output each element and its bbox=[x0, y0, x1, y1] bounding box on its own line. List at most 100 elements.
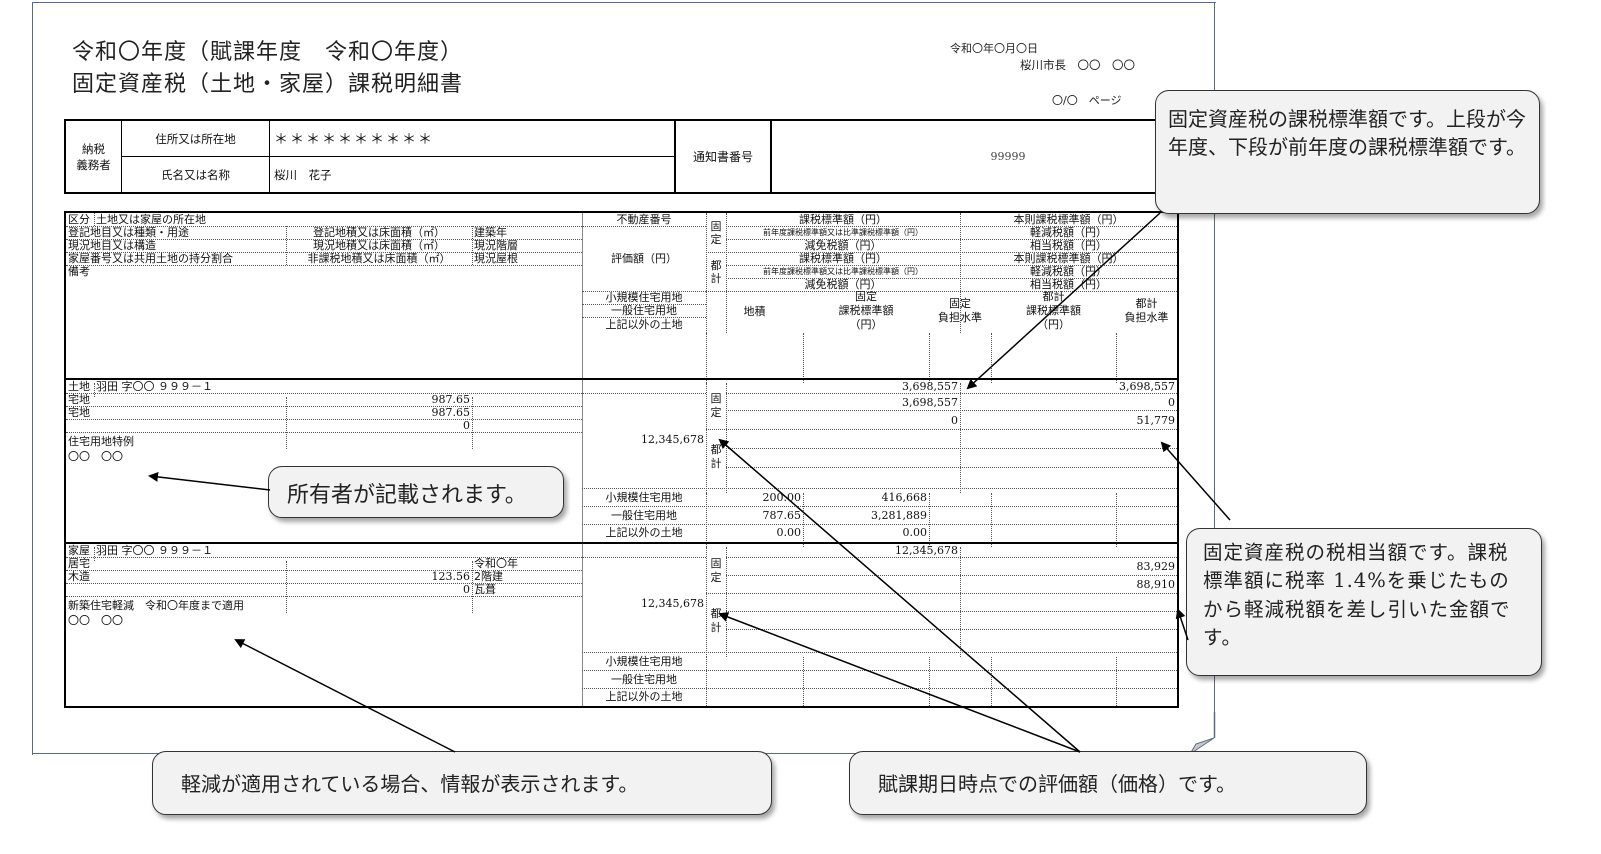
land-type-general-label: 一般住宅用地 bbox=[611, 304, 677, 317]
text: （円） bbox=[849, 318, 883, 331]
land-breakdown-type: 上記以外の土地 bbox=[605, 526, 683, 539]
divider bbox=[991, 657, 992, 706]
land-assessed-value: 12,345,678 bbox=[641, 432, 704, 446]
toshi-reduction-label: 減免税額（円） bbox=[804, 278, 882, 291]
col-current-use-label: 現況地目又は構造 bbox=[68, 239, 156, 252]
toshi-char-1: 都 bbox=[710, 258, 722, 272]
toshi-base-label: 課税標準額（円） bbox=[799, 252, 887, 265]
land-location: 羽田 字〇〇 ９９９－１ bbox=[96, 380, 213, 393]
land-nontax-area: 0 bbox=[463, 419, 470, 432]
text: 固定 bbox=[855, 291, 877, 303]
land-current-area: 987.65 bbox=[431, 406, 471, 419]
text: 課税標準額 bbox=[1026, 303, 1081, 317]
house-structure: 木造 bbox=[68, 570, 90, 583]
divider bbox=[706, 547, 707, 657]
col-assessed-value-label: 評価額（円） bbox=[611, 252, 677, 265]
divider bbox=[286, 226, 287, 265]
text: 都計 bbox=[1135, 296, 1158, 310]
divider bbox=[726, 547, 727, 657]
divider bbox=[582, 557, 706, 558]
land-breakdown-area: 787.65 bbox=[762, 508, 802, 522]
kotei-base-label: 課税標準額（円） bbox=[799, 213, 887, 226]
divider bbox=[960, 213, 961, 333]
text: 課税標準額 bbox=[838, 303, 894, 317]
sub-kotei-level-label: 固定負担水準 bbox=[929, 291, 991, 331]
divider bbox=[1116, 333, 1117, 383]
divider bbox=[803, 657, 804, 706]
divider bbox=[66, 393, 582, 394]
house-floor-area: 123.56 bbox=[431, 570, 471, 583]
divider bbox=[66, 406, 582, 407]
land-breakdown-type: 一般住宅用地 bbox=[611, 508, 677, 522]
sub-area-label: 地積 bbox=[743, 304, 766, 318]
house-kotei-base: 12,345,678 bbox=[895, 544, 958, 557]
divider bbox=[726, 383, 727, 493]
text: 負担水準 bbox=[938, 311, 982, 324]
notice-number-label: 通知書番号 bbox=[674, 121, 772, 192]
tax-detail-table: 区分 土地又は家屋の所在地 登記地目又は種類・用途 登記地積又は床面積（㎡） 建… bbox=[64, 211, 1179, 708]
name-label: 氏名又は名称 bbox=[122, 157, 270, 192]
divider bbox=[726, 575, 1177, 576]
kotei-relief-label: 軽減税額（円） bbox=[1030, 226, 1107, 239]
text: 固 bbox=[710, 556, 722, 570]
land-kotei-reduction: 0 bbox=[951, 413, 958, 427]
divider bbox=[726, 629, 1177, 630]
house-kotei-label: 固定 bbox=[706, 549, 726, 593]
house-land-type-other: 上記以外の土地 bbox=[605, 690, 683, 703]
land-toshi-label: 都計 bbox=[706, 435, 726, 479]
taxpayer-label-line1: 納税 bbox=[82, 141, 105, 156]
house-remarks-relief: 新築住宅軽減 令和〇年度まで適用 bbox=[68, 598, 244, 612]
kotei-main-base-label: 本則課税標準額（円） bbox=[1013, 213, 1124, 226]
divider bbox=[66, 570, 582, 571]
divider bbox=[1116, 493, 1117, 547]
divider bbox=[706, 657, 707, 706]
divider bbox=[66, 557, 582, 558]
divider bbox=[929, 657, 930, 706]
house-owner: 〇〇 〇〇 bbox=[68, 613, 123, 627]
col-location-label: 土地又は家屋の所在地 bbox=[96, 213, 206, 226]
divider bbox=[991, 493, 992, 547]
divider bbox=[706, 333, 707, 383]
house-relief: 83,929 bbox=[1136, 559, 1176, 573]
house-land-type-small: 小規模住宅用地 bbox=[605, 654, 683, 668]
land-equivalent-tax: 51,779 bbox=[1136, 413, 1176, 427]
text: 都計 bbox=[1042, 291, 1065, 303]
toshi-equivalent-tax-label: 相当税額（円） bbox=[1030, 278, 1107, 291]
land-relief: 0 bbox=[1168, 395, 1175, 409]
text: （円） bbox=[1037, 318, 1070, 331]
mayor-name: 桜川市長 〇〇 〇〇 bbox=[1020, 58, 1135, 72]
divider bbox=[582, 213, 583, 706]
divider bbox=[726, 213, 727, 333]
callout-relief-info: 軽減が適用されている場合、情報が表示されます。 bbox=[152, 751, 772, 815]
house-toshi-label: 都計 bbox=[706, 599, 726, 643]
kotei-label: 固定 bbox=[706, 215, 726, 251]
toshi-relief-label: 軽減税額（円） bbox=[1030, 265, 1107, 278]
divider bbox=[582, 226, 706, 227]
divider bbox=[66, 583, 582, 584]
col-property-number-label: 不動産番号 bbox=[616, 213, 672, 226]
divider bbox=[991, 333, 992, 383]
text: 定 bbox=[710, 406, 722, 419]
section-divider bbox=[66, 378, 1177, 380]
text: 固定 bbox=[949, 296, 971, 310]
house-land-type-general: 一般住宅用地 bbox=[611, 672, 677, 686]
divider bbox=[726, 467, 1177, 468]
callout-tax-base: 固定資産税の課税標準額です。上段が今年度、下段が前年度の課税標準額です。 bbox=[1155, 90, 1540, 214]
section-divider bbox=[66, 542, 1177, 544]
land-breakdown-kotei-base: 0.00 bbox=[902, 526, 928, 539]
divider bbox=[472, 397, 473, 449]
land-owner: 〇〇 〇〇 bbox=[68, 449, 123, 463]
land-breakdown-kotei-base: 3,281,889 bbox=[871, 508, 927, 522]
page-number: 〇/〇 ページ bbox=[1052, 94, 1122, 107]
divider bbox=[960, 383, 961, 493]
house-nontax-area: 0 bbox=[463, 583, 470, 596]
toshi-label: 都計 bbox=[706, 254, 726, 290]
document-title-year: 令和〇年度（賦課年度 令和〇年度） bbox=[72, 40, 464, 65]
land-type-other-label: 上記以外の土地 bbox=[605, 317, 683, 331]
land-remarks-special: 住宅用地特例 bbox=[68, 434, 134, 448]
divider bbox=[66, 239, 582, 240]
house-equivalent-tax: 88,910 bbox=[1136, 577, 1176, 591]
kotei-char-2: 定 bbox=[710, 233, 722, 246]
divider bbox=[929, 493, 930, 547]
land-kotei-prev-base: 3,698,557 bbox=[902, 395, 958, 409]
